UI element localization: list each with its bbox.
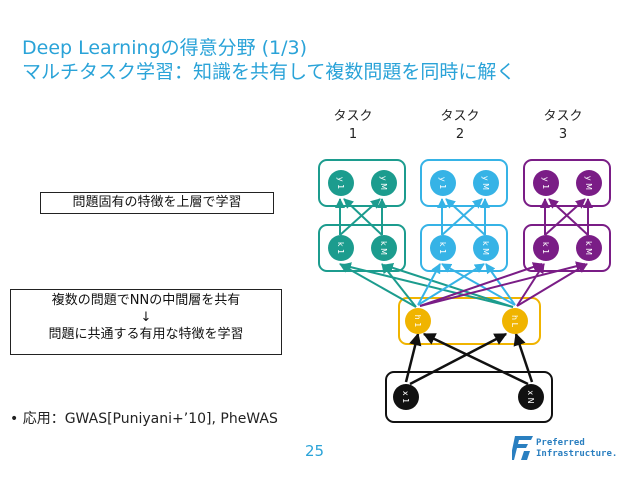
shared-node-hL	[502, 308, 528, 334]
logo-text-line2: Infrastructure.	[536, 449, 618, 459]
node-label-yM: y M	[584, 176, 593, 190]
task-1-text: タスク	[333, 109, 373, 124]
node-label-y1: y 1	[438, 177, 447, 189]
task-1-output-layer	[318, 159, 406, 207]
task-2-node-y1	[430, 170, 456, 196]
application-bullet: • 応用：GWAS[Puniyani+’10], PheWAS	[10, 411, 278, 427]
shared-hidden-layer	[398, 297, 541, 345]
logo-text-line1: Preferred	[536, 438, 585, 448]
task-2-number: 2	[455, 127, 465, 142]
input-node-xN	[518, 384, 544, 410]
slide-subtitle: マルチタスク学習：知識を共有して複数問題を同時に解く	[22, 61, 516, 83]
task-3-node-yM	[576, 170, 602, 196]
task-specific-features-box: 問題固有の特徴を上層で学習	[40, 192, 274, 214]
task-3-label: タスク 3	[533, 108, 593, 144]
shared-node-h1	[405, 308, 431, 334]
task-2-hidden-layer	[420, 224, 508, 272]
task-1-node-y1	[328, 170, 354, 196]
task-1-nodes	[328, 170, 397, 261]
task-3-nodes	[533, 170, 602, 261]
task-2-node-yM	[473, 170, 499, 196]
input-node-x1	[393, 384, 419, 410]
task-2-node-k1	[430, 235, 456, 261]
task-1-label: タスク 1	[323, 108, 383, 144]
node-label-y1: y 1	[541, 177, 550, 189]
node-label-kM: k M	[481, 241, 490, 255]
task-1-node-kM	[371, 235, 397, 261]
shared-layer-box: 複数の問題でNNの中間層を共有 ↓ 問題に共通する有用な特徴を学習	[10, 289, 282, 355]
task-3-number: 3	[558, 127, 568, 142]
node-label-xN: x N	[526, 390, 535, 403]
page-number: 25	[305, 442, 325, 460]
task-3-node-y1	[533, 170, 559, 196]
input-layer	[385, 371, 553, 423]
node-label-h1: h 1	[413, 315, 422, 328]
task-3-hidden-layer	[523, 224, 611, 272]
shared-layer-line3: 問題に共通する有用な特徴を学習	[48, 327, 244, 342]
node-label-x1: x 1	[401, 391, 410, 403]
node-label-k1: k 1	[336, 242, 345, 254]
node-label-kM: k M	[379, 241, 388, 255]
shared-layer-arrow: ↓	[140, 310, 152, 325]
pfi-logo-icon	[512, 436, 533, 460]
node-label-yM: y M	[481, 176, 490, 190]
node-label-kM: k M	[584, 241, 593, 255]
task-3-output-layer	[523, 159, 611, 207]
task-2-label: タスク 2	[430, 108, 490, 144]
task-2-node-kM	[473, 235, 499, 261]
node-label-y1: y 1	[336, 177, 345, 189]
node-label-hL: h L	[510, 315, 519, 328]
node-label-k1: k 1	[541, 242, 550, 254]
task-1-number: 1	[348, 127, 358, 142]
task-2-output-layer	[420, 159, 508, 207]
task-2-nodes	[430, 170, 499, 261]
task-3-text: タスク	[543, 109, 583, 124]
shared-layer-line1: 複数の問題でNNの中間層を共有	[51, 293, 241, 308]
task-3-node-k1	[533, 235, 559, 261]
task-3-node-kM	[576, 235, 602, 261]
task-1-node-yM	[371, 170, 397, 196]
node-label-yM: y M	[379, 176, 388, 190]
task-1-node-k1	[328, 235, 354, 261]
slide-title: Deep Learningの得意分野 (1/3)	[22, 37, 308, 59]
node-label-k1: k 1	[438, 242, 447, 254]
task-2-text: タスク	[440, 109, 480, 124]
task-1-hidden-layer	[318, 224, 406, 272]
